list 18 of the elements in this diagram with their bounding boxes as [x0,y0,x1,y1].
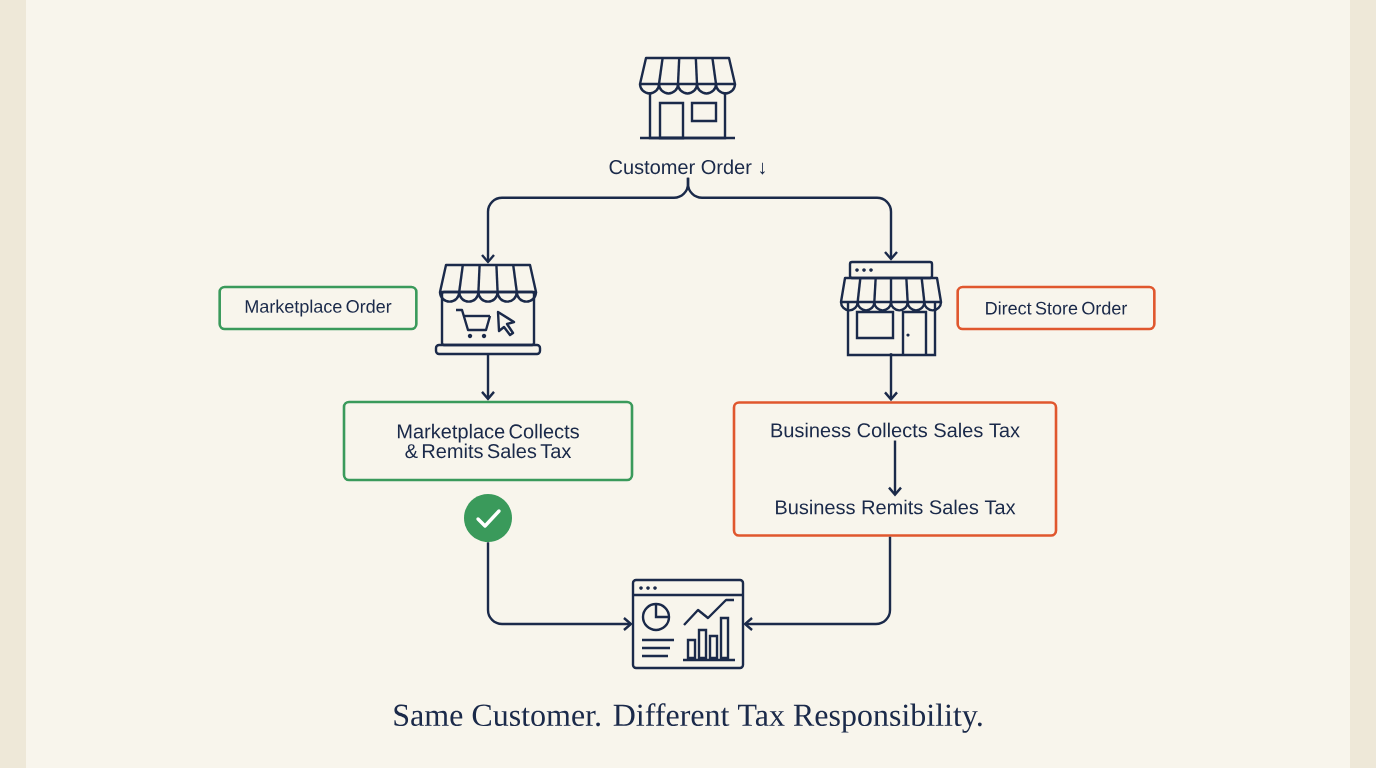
storefront-drawing [839,260,943,357]
arrow [686,177,898,261]
channel-label-box: Marketplace Order [218,285,418,331]
laptop-store-drawing [434,263,542,356]
arrow [481,353,495,401]
order-label: Customer Order ↓ [609,159,765,175]
step-text: Business Collects Sales Tax [771,422,1020,438]
tax-box: Marketplace Collects & Remits Sales Tax [342,400,634,482]
caption: Same Customer. Different Tax Responsibility. [394,703,982,733]
arrow [884,352,898,402]
step-text: Business Remits Sales Tax [776,499,1016,515]
channel-label-box: Direct Store Order [956,285,1156,331]
dashboard-drawing [631,578,745,670]
arrow [486,542,633,631]
tax-box [732,401,1058,537]
arrow [888,440,902,497]
check-icon [464,494,512,542]
arrow [743,536,892,631]
